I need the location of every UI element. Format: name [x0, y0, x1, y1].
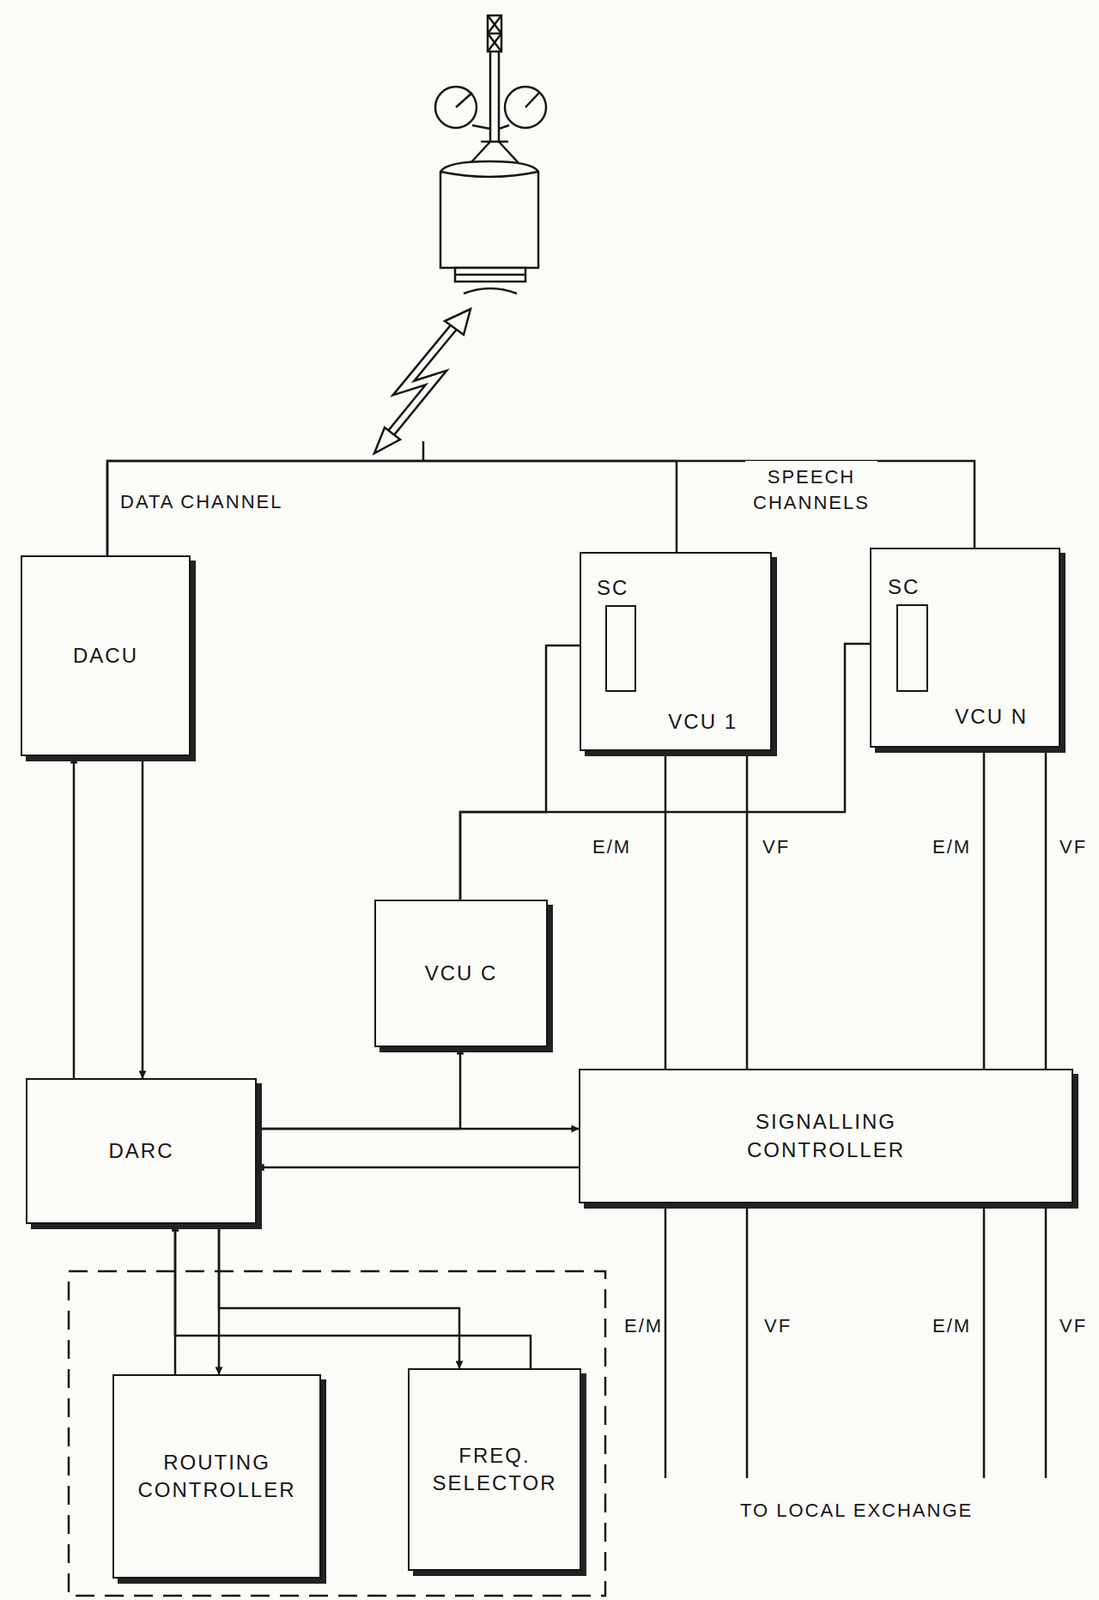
- process-box: DACU: [20, 555, 191, 757]
- connector: [141, 756, 145, 1079]
- signal-label: VF: [1059, 834, 1087, 861]
- connector: [664, 751, 668, 1069]
- signal-label: E/M: [932, 834, 972, 861]
- connector: [107, 461, 677, 556]
- destination-label: TO LOCAL EXCHANGE: [740, 1498, 929, 1525]
- connector: [218, 1224, 460, 1369]
- node-label: VCU 1: [667, 708, 738, 736]
- signal-label: E/M: [624, 1313, 663, 1340]
- satellite: [435, 15, 547, 294]
- dashed-group: [68, 1271, 606, 1597]
- process-box: VCU 1 SC: [579, 552, 772, 752]
- channel-label: SPEECH CHANNELS: [745, 461, 878, 516]
- node-label: DACU: [71, 642, 141, 670]
- node-label: SIGNALLING CONTROLLER: [745, 1108, 908, 1165]
- node-label: DARC: [106, 1137, 177, 1166]
- connector: [746, 751, 749, 1069]
- antenna-feed: [422, 441, 426, 462]
- connector: [72, 756, 76, 1079]
- channel-label: DATA CHANNEL: [120, 489, 283, 516]
- process-box: VCU N SC: [869, 547, 1061, 748]
- connector: [983, 747, 986, 1069]
- connector: [256, 1047, 461, 1130]
- process-box: FREQ. SELECTOR: [407, 1368, 582, 1572]
- process-box: DARC: [25, 1078, 257, 1225]
- radio-link-arrow: [374, 309, 471, 454]
- connector: [1044, 747, 1048, 1069]
- process-box: ROUTING CONTROLLER: [112, 1374, 322, 1579]
- signal-label: E/M: [592, 834, 632, 861]
- connector: [256, 1166, 579, 1170]
- node-label: FREQ. SELECTOR: [421, 1442, 568, 1499]
- switch-box: SC: [896, 604, 929, 693]
- switch-box: SC: [605, 605, 637, 693]
- node-label: ROUTING CONTROLLER: [131, 1449, 304, 1506]
- signal-label: E/M: [932, 1313, 972, 1340]
- signal-label: VF: [764, 1313, 792, 1340]
- node-label: VCU N: [954, 703, 1028, 731]
- connector: [107, 461, 975, 556]
- exchange-lines: [665, 1203, 1046, 1479]
- signal-label: VF: [1059, 1313, 1087, 1340]
- node-label: SC: [887, 573, 920, 602]
- signal-label: VF: [762, 834, 790, 861]
- connector: [175, 1224, 531, 1369]
- node-label: VCU C: [423, 959, 500, 988]
- process-box: SIGNALLING CONTROLLER: [578, 1068, 1074, 1204]
- node-label: SC: [596, 574, 629, 602]
- process-box: VCU C: [374, 899, 548, 1048]
